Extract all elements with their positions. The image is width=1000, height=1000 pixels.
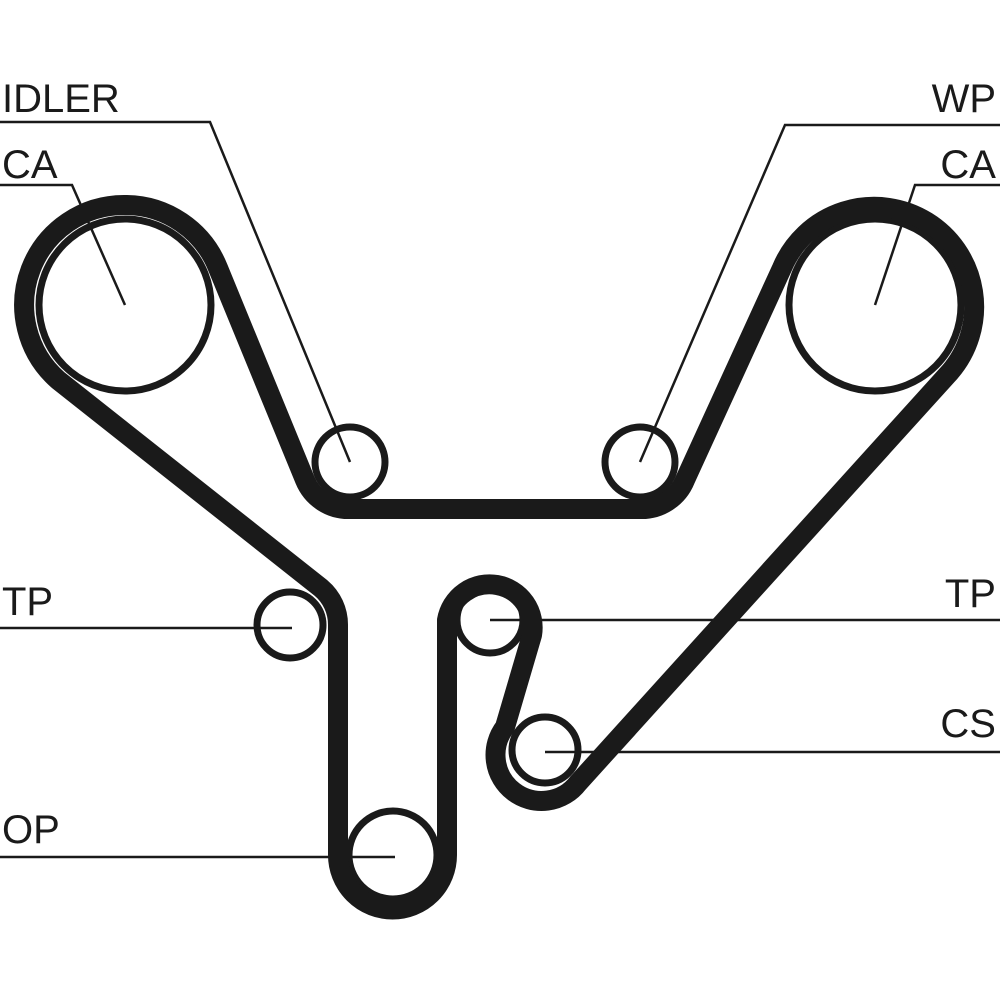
pulley-wp xyxy=(601,423,679,501)
pulley-cs xyxy=(508,713,582,787)
label-op: OP xyxy=(2,808,60,852)
leader-ca-left xyxy=(0,183,127,306)
pulley-ca-right xyxy=(785,215,965,395)
pulley-idler xyxy=(311,423,389,501)
leader-wp xyxy=(638,123,1000,463)
timing-belt xyxy=(14,194,985,920)
label-idler: IDLER xyxy=(2,77,120,121)
pulley-ca-left xyxy=(35,215,215,395)
label-ca-right: CA xyxy=(940,143,996,187)
leader-ca-right xyxy=(873,183,1000,306)
pulley-tp-left xyxy=(253,588,327,662)
label-tp-left: TP xyxy=(2,580,53,624)
label-tp-right: TP xyxy=(945,572,996,616)
pulley-op xyxy=(345,807,441,903)
label-wp: WP xyxy=(932,77,996,121)
leader-idler xyxy=(0,120,352,463)
label-ca-left: CA xyxy=(2,143,58,187)
label-cs: CS xyxy=(940,702,996,746)
